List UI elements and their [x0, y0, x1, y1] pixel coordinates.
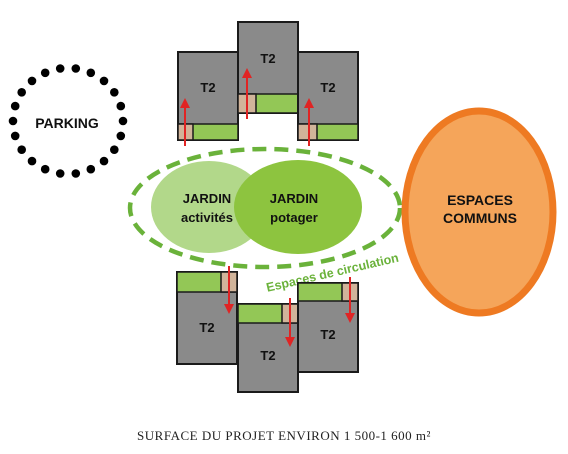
parking-dot [99, 156, 109, 166]
parking-dot [86, 164, 96, 174]
parking-dot [110, 88, 119, 97]
garden-activities-title: JARDIN [183, 191, 231, 206]
parking-dot [55, 169, 65, 178]
project-surface-caption: SURFACE DU PROJET ENVIRON 1 500-1 600 m² [137, 428, 431, 443]
unit-top-2: T2 [237, 21, 299, 119]
parking-dot [118, 116, 128, 126]
garden-vegetable-area [234, 160, 362, 254]
common-spaces-subtitle: COMMUNS [443, 210, 517, 226]
parking-dot [8, 116, 18, 126]
parking-dot [17, 88, 27, 97]
circulation-path [127, 146, 403, 270]
parking-dot [40, 164, 50, 174]
unit-top-3: T2 [297, 51, 359, 146]
parking-dot [116, 101, 126, 111]
parking-dot [99, 76, 109, 86]
unit-label: T2 [199, 320, 214, 335]
unit-bottom-1: T2 [176, 266, 238, 365]
common-spaces: ESPACES COMMUNS [401, 107, 557, 317]
parking-dot [40, 68, 50, 78]
unit-label: T2 [260, 51, 275, 66]
parking-dot [116, 131, 126, 141]
parking-dot [55, 64, 65, 73]
unit-bottom-2: T2 [237, 298, 299, 393]
entry [297, 123, 318, 141]
garden-activities-area [151, 161, 267, 253]
unit-label: T2 [320, 80, 335, 95]
parking-dot [71, 169, 81, 178]
common-spaces-title: ESPACES [447, 192, 513, 208]
parking-dot [27, 76, 37, 86]
parking-dot [17, 145, 27, 154]
garden-activities-subtitle: activités [181, 210, 233, 225]
parking-dot [71, 64, 81, 73]
parking-dot [27, 156, 37, 166]
unit-label: T2 [200, 80, 215, 95]
parking-dot-ring [8, 64, 128, 178]
unit-label: T2 [260, 348, 275, 363]
gardens: JARDIN activités JARDIN potager [151, 160, 362, 254]
unit-top-1: T2 [177, 51, 239, 146]
parking-label: PARKING [35, 115, 99, 131]
common-spaces-area [401, 107, 557, 317]
garden-vegetable-subtitle: potager [270, 210, 318, 225]
parking-dot [10, 101, 20, 111]
parking-dot [110, 145, 119, 154]
unit-label: T2 [320, 327, 335, 342]
unit-bottom-3: T2 [297, 277, 359, 373]
garden-vegetable-title: JARDIN [270, 191, 318, 206]
parking-dot [86, 68, 96, 78]
parking-dot [10, 131, 20, 141]
